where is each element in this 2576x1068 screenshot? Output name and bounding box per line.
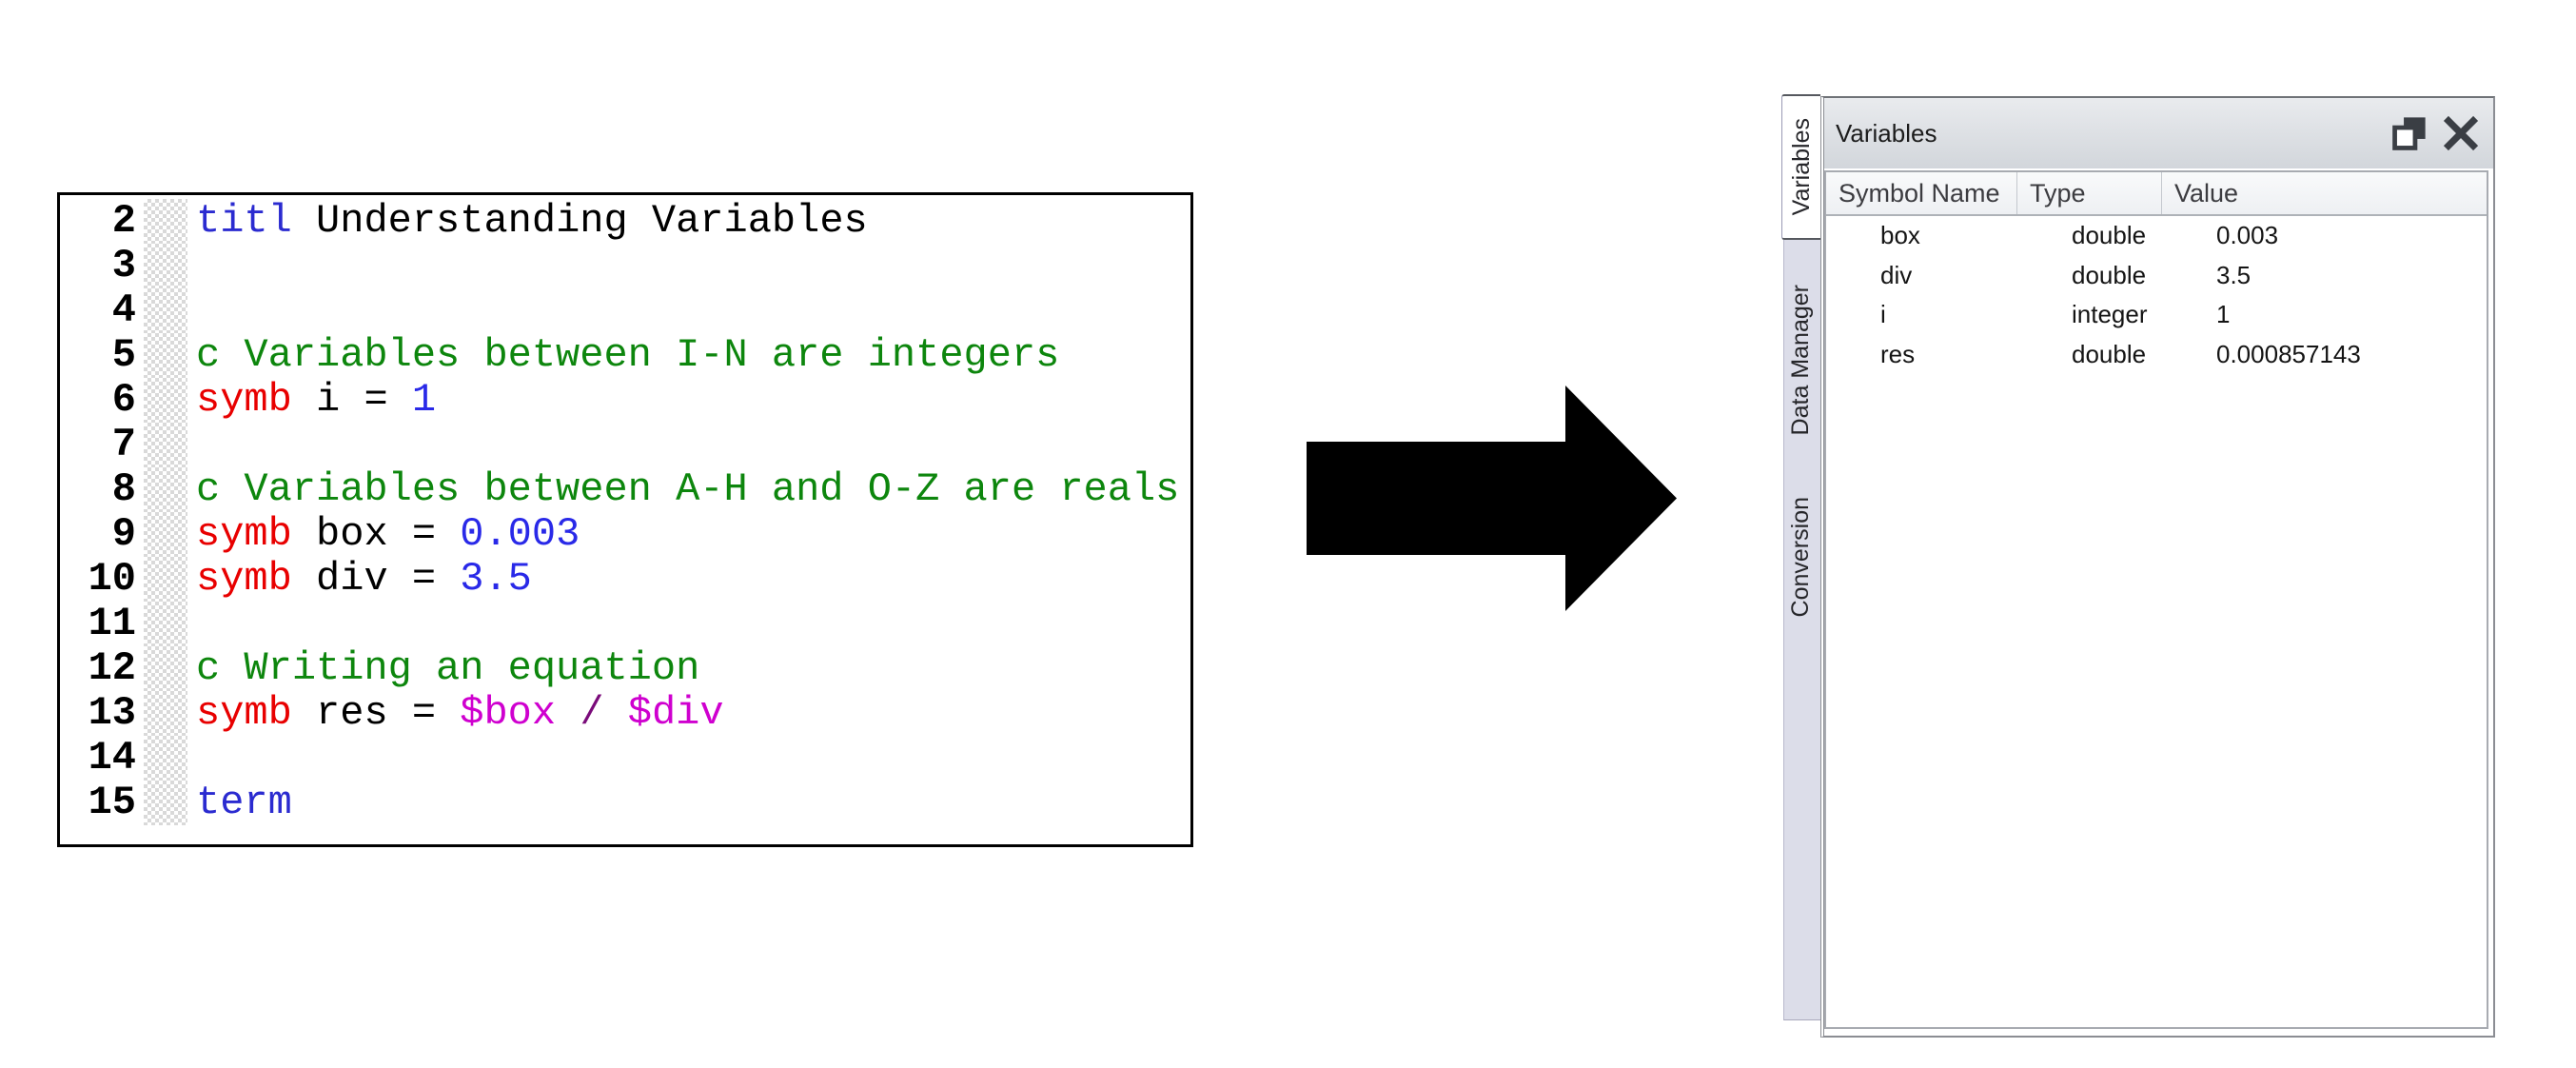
- tab-data-manager[interactable]: Data Manager: [1781, 269, 1820, 450]
- table-row[interactable]: res double 0.000857143: [1826, 335, 2487, 375]
- cell-symbol: div: [1880, 260, 1913, 289]
- dock-titlebar[interactable]: Variables: [1824, 98, 2493, 168]
- transform-arrow-icon: [1307, 386, 1677, 611]
- tab-conversion[interactable]: Conversion: [1781, 481, 1820, 633]
- tabstrip-background: [1783, 240, 1820, 1020]
- float-icon[interactable]: [2390, 112, 2429, 154]
- cell-symbol: box: [1880, 221, 1920, 250]
- column-header-symbol-name[interactable]: Symbol Name: [1826, 172, 2017, 214]
- code-line: 3: [60, 244, 1190, 288]
- tab-conversion-label: Conversion: [1787, 496, 1814, 618]
- cell-value: 0.003: [2216, 221, 2279, 250]
- cell-symbol: res: [1880, 339, 1916, 368]
- titlebar-buttons: [2390, 112, 2480, 154]
- code-line: 11: [60, 602, 1190, 646]
- table-body: box double 0.003 div double 3.5 i intege…: [1826, 216, 2487, 374]
- variables-table: Symbol Name Type Value box double 0.003 …: [1824, 170, 2488, 1029]
- table-row[interactable]: div double 3.5: [1826, 256, 2487, 296]
- cell-type: double: [2072, 221, 2147, 250]
- table-row[interactable]: box double 0.003: [1826, 216, 2487, 256]
- cell-type: double: [2072, 339, 2147, 368]
- column-header-value[interactable]: Value: [2174, 178, 2239, 208]
- code-line: 7: [60, 423, 1190, 467]
- cell-value: 0.000857143: [2216, 339, 2361, 368]
- tab-data-manager-label: Data Manager: [1787, 284, 1814, 436]
- cell-type: double: [2072, 260, 2147, 289]
- column-header-type[interactable]: Type: [2017, 172, 2162, 214]
- dock-tabstrip: Variables Data Manager Conversion: [1781, 94, 1820, 1020]
- cell-value: 3.5: [2216, 260, 2252, 289]
- variables-dock-panel: Variables Symbol Name Type: [1820, 96, 2495, 1038]
- table-row[interactable]: i integer 1: [1826, 295, 2487, 335]
- code-line: 4: [60, 288, 1190, 333]
- cell-type: integer: [2072, 300, 2148, 329]
- cell-value: 1: [2216, 300, 2231, 329]
- close-icon[interactable]: [2442, 112, 2480, 154]
- panel-title: Variables: [1836, 118, 1937, 148]
- code-line: 14: [60, 736, 1190, 781]
- table-header-row: Symbol Name Type Value: [1826, 172, 2487, 216]
- cell-symbol: i: [1880, 300, 1886, 329]
- tab-variables[interactable]: Variables: [1781, 94, 1820, 240]
- tab-variables-label: Variables: [1787, 118, 1815, 216]
